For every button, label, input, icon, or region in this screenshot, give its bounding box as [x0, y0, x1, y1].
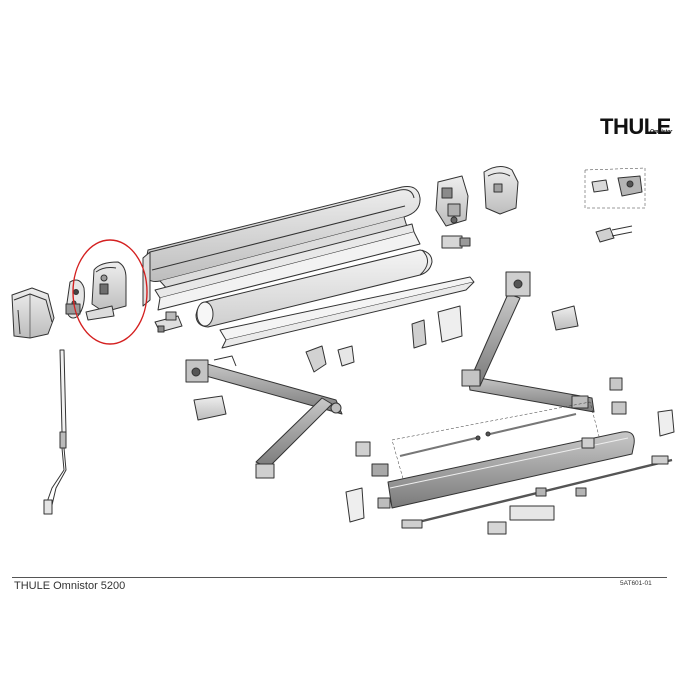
small-gear-coupling [441, 235, 471, 249]
footer-title: THULE Omnistor 5200 [14, 580, 126, 592]
right-arm-assembly [461, 271, 595, 413]
roller-tube [195, 249, 433, 328]
highlight-circle [72, 239, 148, 345]
support-bracket-left [305, 345, 355, 373]
support-bracket-mid [411, 305, 463, 349]
left-arm-assembly [185, 355, 343, 479]
left-end-cap-outer [11, 287, 55, 339]
logo-brand: THULE [600, 114, 671, 139]
left-end-cap-gearbox [85, 261, 127, 321]
front-bar-hardware [345, 377, 675, 535]
footer-divider [12, 577, 667, 578]
footer-code: 5AT601-01 [620, 580, 652, 587]
right-end-cap-gearbox [435, 175, 469, 227]
right-end-cap-cover [483, 166, 519, 215]
left-arm-cap [193, 395, 227, 421]
fabric-strip [219, 276, 475, 349]
tube-end-connector [154, 311, 183, 333]
right-end-clip [551, 305, 579, 331]
awning-cassette-housing [142, 186, 421, 311]
inset-detail-box [584, 167, 646, 243]
logo-subtext: Omnistor [650, 129, 673, 135]
crank-handle [43, 349, 67, 515]
thule-logo: THULE Omnistor [600, 114, 672, 140]
front-lead-rail [387, 431, 635, 509]
